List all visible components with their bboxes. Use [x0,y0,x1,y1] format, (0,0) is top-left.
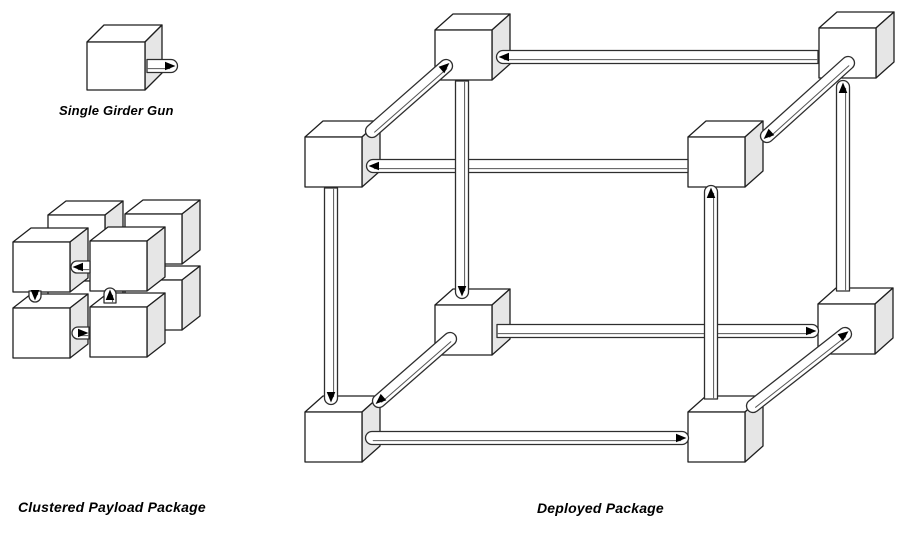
girder-left-front-vertical [323,187,339,406]
girder-bottom-back-horizontal [496,323,820,339]
cube [434,288,511,356]
girder-arrow [326,392,336,403]
girder-arrow [72,262,83,272]
cube [89,292,166,358]
girder-tube [496,323,820,339]
girder-right-front-vertical [703,184,719,400]
girder-gun-barrel [146,58,179,74]
girder-tube [371,331,458,409]
girder-top-left-depth [364,58,454,139]
cube [12,227,89,293]
girder-arrow [375,393,387,404]
girder-top-back-horizontal [495,49,819,65]
girder-bottom-right-depth [745,326,853,414]
girder-bottom-left-depth [371,331,458,409]
girder-bottom-front-horizontal [364,430,690,446]
girder-arrow [498,52,509,62]
girder-tube [364,58,454,139]
girder-arrow [105,289,115,300]
girder-arrow [676,433,687,443]
girder-tube [146,58,179,74]
girder-arrow [78,328,89,338]
girder-arrow [837,331,849,342]
girder-tube [364,430,690,446]
cube [89,226,166,292]
girder-tube [759,55,856,144]
girder-top-horizontal [70,260,91,274]
girder-top-right-depth [759,55,856,144]
deployed-package-figure [304,11,895,463]
cube [818,11,895,79]
cube [304,395,381,463]
girder-inner-line [755,336,847,408]
clustered-payload-package-figure [12,199,201,359]
cube [817,287,894,355]
girder-tube [365,158,689,174]
single-girder-gun-figure [86,24,179,91]
girder-arrow [438,63,450,74]
girder-right-vertical [103,287,117,304]
girder-tube [495,49,819,65]
girder-tube [835,79,851,292]
girder-inner-line [769,65,850,138]
girder-arrow [457,286,467,297]
girder-tube [454,80,470,300]
girder-arrow [806,326,817,336]
girder-inner-line [381,341,452,403]
cube [12,293,89,359]
girder-arrow [368,161,379,171]
girder-arrow [30,290,40,301]
girder-arrow [706,187,716,198]
label-single-girder-gun: Single Girder Gun [59,103,174,118]
label-deployed-package: Deployed Package [537,500,664,516]
cube [86,24,163,91]
girder-top-front-horizontal [365,158,689,174]
girder-arrow [838,82,848,93]
girder-tube [703,184,719,400]
cube [687,395,764,463]
label-clustered-payload-package: Clustered Payload Package [18,499,206,515]
girder-tube [745,326,853,414]
girder-bottom-horizontal [71,326,90,340]
girder-arrow [763,128,775,140]
cube [687,120,764,188]
girder-left-back-vertical [454,80,470,300]
girder-arrow [165,61,176,71]
girder-inner-line [374,68,448,133]
girder-tube [323,187,339,406]
girder-left-vertical [28,290,42,303]
girder-right-back-vertical [835,79,851,292]
